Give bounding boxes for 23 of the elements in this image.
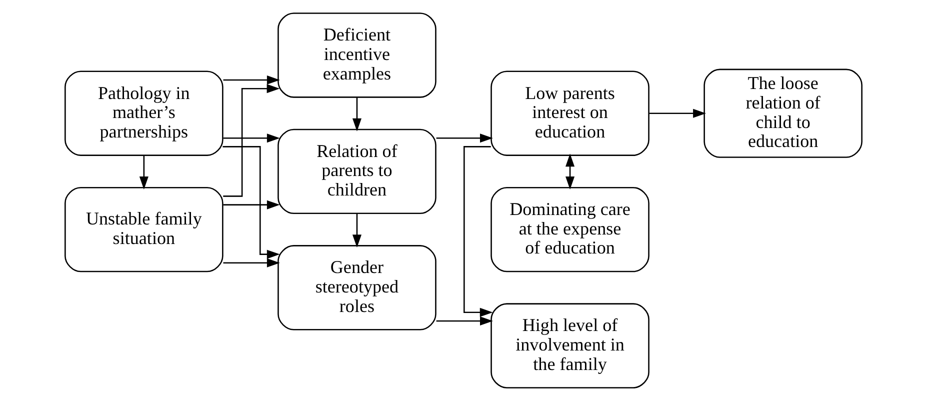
arrow (352, 214, 362, 248)
arrow (223, 258, 280, 268)
node-box: Unstable family situation (64, 186, 224, 272)
node-box: Gender stereotyped roles (278, 245, 436, 330)
arrow (223, 84, 280, 197)
arrow (223, 75, 280, 85)
node-box: Low parents interest on education (490, 70, 650, 156)
node-box: Deficient incentive examples (278, 12, 436, 98)
arrow (436, 316, 493, 326)
node-box: The loose relation of child to education (704, 68, 862, 158)
arrow (436, 134, 493, 143)
node-box: Pathology in mather’s partnerships (64, 70, 224, 156)
arrow (649, 108, 706, 118)
arrow (223, 134, 280, 143)
arrow (222, 146, 280, 259)
node-box: Relation of parents to children (278, 128, 436, 214)
arrow (464, 146, 493, 317)
arrow (566, 154, 575, 190)
arrow (139, 156, 148, 190)
node-box: High level of involvement in the family (490, 303, 650, 388)
node-box: Dominating care at the expense of education (490, 186, 650, 272)
arrow (223, 200, 280, 210)
arrow (352, 98, 362, 132)
